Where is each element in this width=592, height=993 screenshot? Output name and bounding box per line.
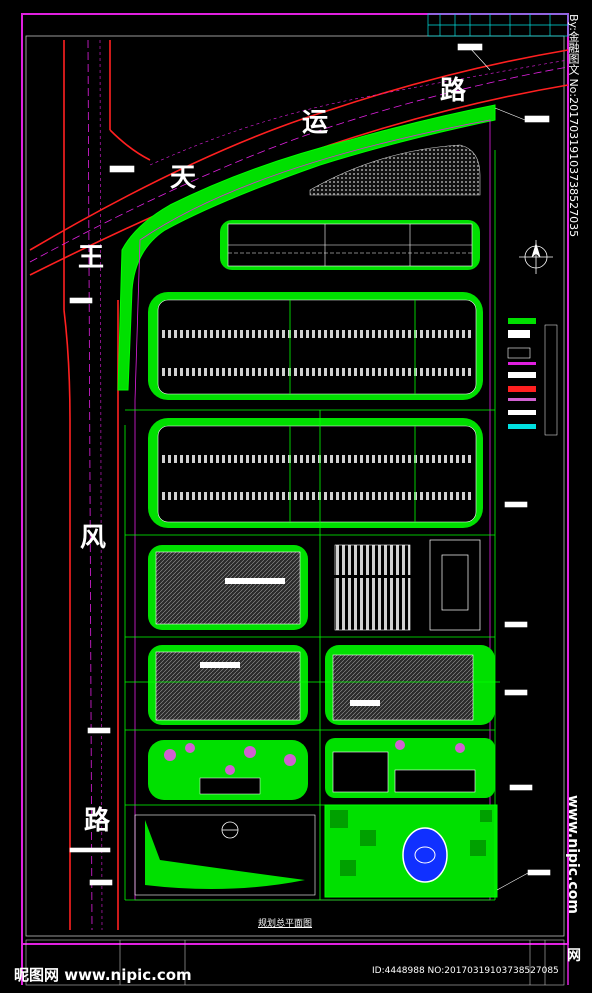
- building-row-2: [148, 292, 483, 400]
- building-row-6-right: [325, 738, 495, 798]
- watermark-logo: 昵图网 www.nipic.com: [14, 966, 192, 984]
- north-arrow-icon: [519, 240, 553, 274]
- building-row-5-right: [325, 645, 495, 725]
- building-row-4-right: [325, 539, 481, 631]
- site-line-magenta: [134, 119, 491, 901]
- north-road-char-2: 运: [302, 108, 329, 138]
- watermark-id: ID:4448988 NO:20170319103738527085: [372, 966, 559, 976]
- building-row-3: [148, 418, 483, 528]
- sports-field: [324, 804, 498, 898]
- watermark-side-author: By:金融图文 No:20170319103738527035: [567, 14, 580, 238]
- building-row-5-left: [148, 645, 308, 725]
- west-road: [63, 39, 151, 931]
- west-road-char-1: 王: [78, 243, 105, 273]
- garden-left: [148, 740, 308, 800]
- leader-lines: [69, 43, 551, 891]
- bottom-plan-title: 规划总平面图: [258, 919, 313, 929]
- plaza-bottom-left: [134, 814, 316, 896]
- watermark-side-site: www.nipic.com: [565, 795, 581, 914]
- north-lawn-dotted: [309, 144, 481, 196]
- inner-frame: [25, 35, 565, 937]
- north-road-char-3: 路: [440, 76, 467, 106]
- oval-pond: [402, 827, 448, 883]
- internal-road-grid: [124, 150, 500, 901]
- building-row-4-left: [148, 545, 308, 630]
- bottom-title-block: [25, 939, 565, 986]
- building-row-1: [220, 220, 480, 270]
- north-road-char-1: 天: [170, 163, 197, 193]
- west-road-char-3: 路: [84, 806, 111, 836]
- title-block-top: [427, 13, 569, 37]
- site-boundary-green: [117, 104, 496, 391]
- watermark-side-logo: 网: [567, 948, 581, 964]
- west-road-char-2: 风: [80, 523, 107, 553]
- legend: [507, 318, 558, 436]
